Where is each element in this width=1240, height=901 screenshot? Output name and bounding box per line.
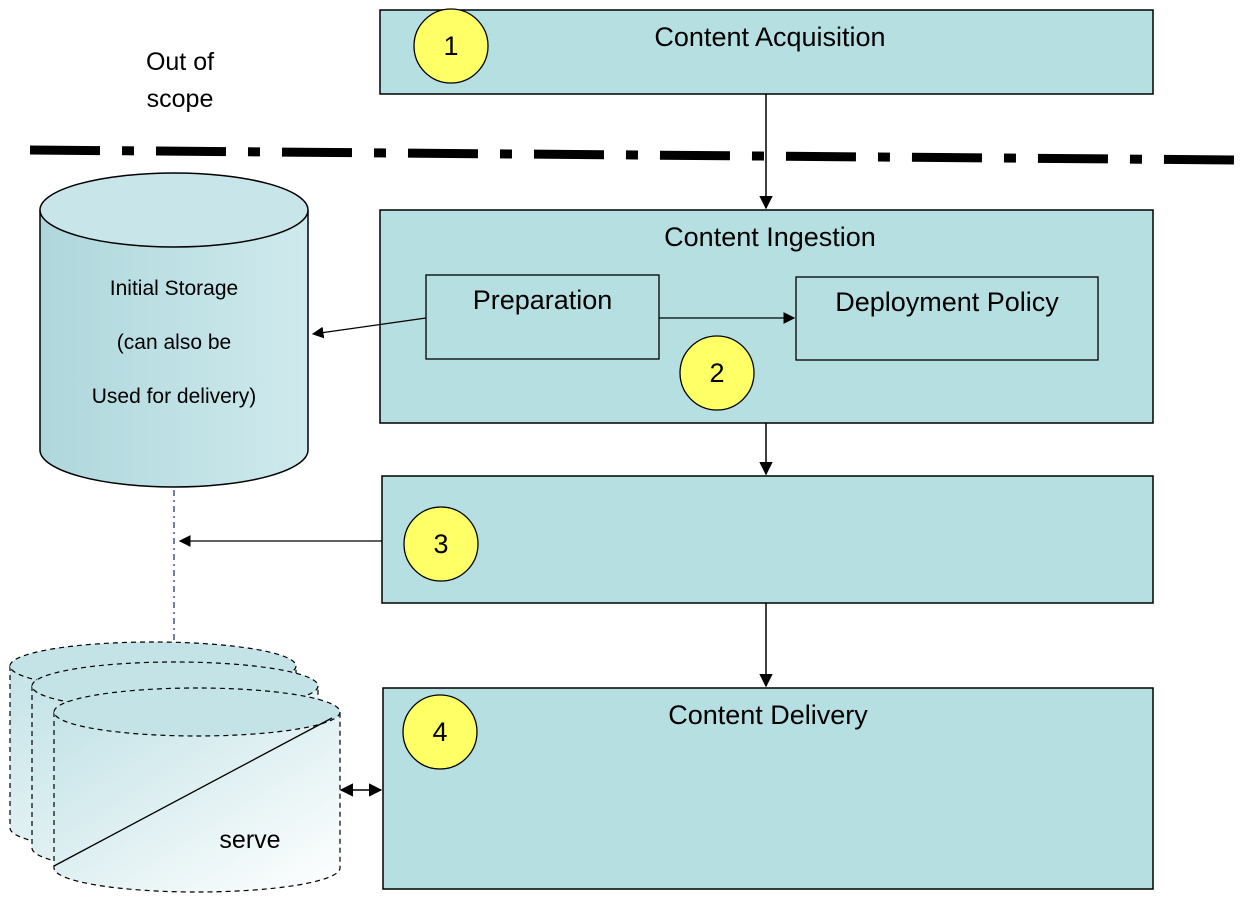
deployment-policy-box [795, 276, 1099, 361]
out-of-scope-line2: scope [146, 85, 214, 113]
scope-boundary-line [29, 145, 1240, 165]
out-of-scope-line1: Out of [145, 48, 215, 76]
badge-4-circle [402, 694, 478, 770]
badge-1-number: 1 [443, 31, 459, 61]
badge-2-number: 2 [709, 358, 725, 388]
badge-3-circle [403, 506, 479, 582]
delivery-title: Content Delivery [668, 700, 868, 730]
badge-2-circle [679, 335, 755, 411]
edge-storage-stack [9, 641, 341, 893]
delivery-box [382, 687, 1154, 890]
preparation-box [425, 274, 660, 360]
deployment-policy-label: Deployment Policy [835, 287, 1059, 317]
ingestion-title: Content Ingestion [664, 222, 876, 252]
badge-3-number: 3 [433, 529, 449, 559]
initial-storage-line1: Initial Storage [109, 277, 239, 300]
out-of-scope-label: Out of scope [110, 44, 250, 118]
arrow-preparation-to-storage [311, 317, 427, 339]
badge-4-number: 4 [432, 717, 448, 747]
acquisition-box [379, 9, 1154, 95]
badge-1-circle [413, 8, 489, 84]
initial-storage-line2: (can also be [116, 331, 232, 354]
initial-storage-label: Initial Storage (can also be Used for de… [40, 262, 308, 424]
initial-storage-line3: Used for delivery) [91, 385, 257, 408]
edge-storage-label: serve [219, 826, 281, 854]
acquisition-title: Content Acquisition [654, 22, 886, 52]
initial-storage-cylinder [39, 172, 309, 488]
distribution-box [381, 475, 1154, 604]
preparation-label: Preparation [472, 285, 613, 315]
